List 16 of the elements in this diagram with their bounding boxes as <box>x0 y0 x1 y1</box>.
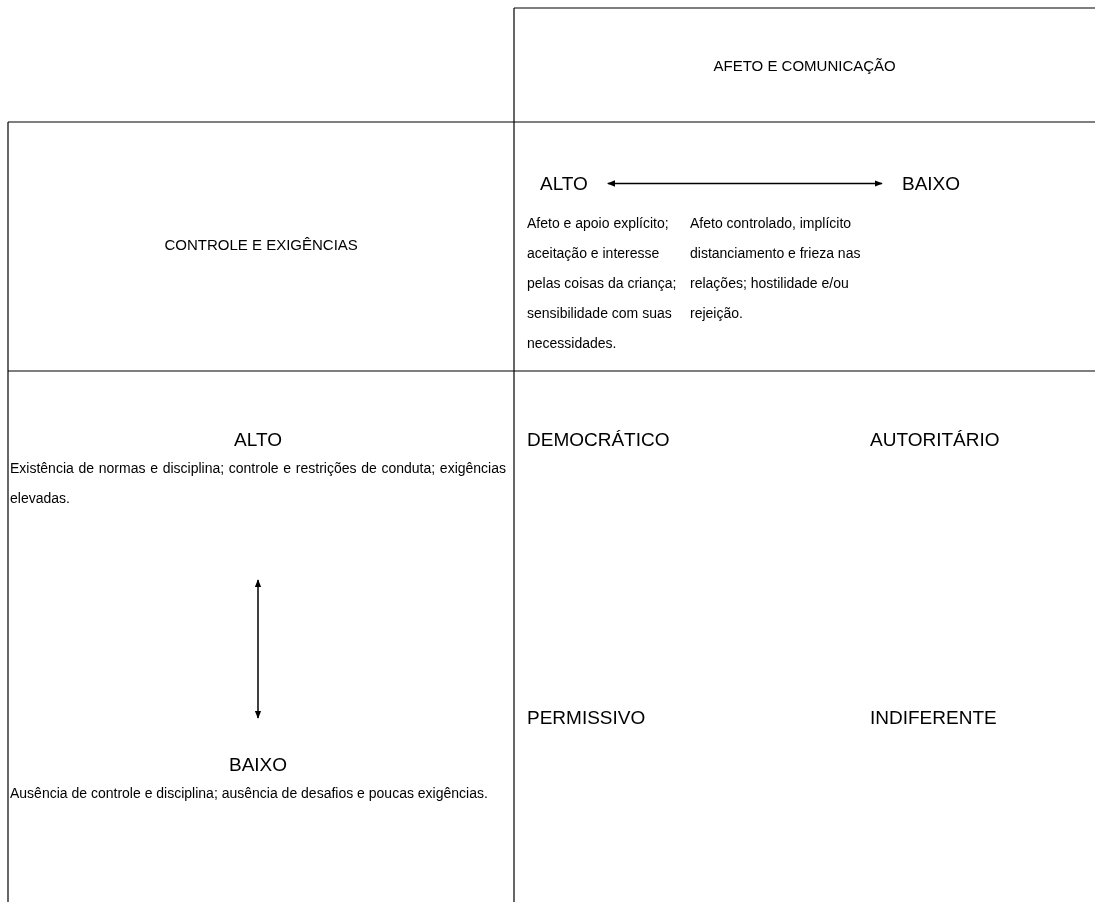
column-header: AFETO E COMUNICAÇÃO <box>713 57 896 74</box>
double-arrow <box>254 579 262 719</box>
level-label: ALTO <box>234 430 282 449</box>
level-label: BAIXO <box>228 755 288 774</box>
level-label: ALTO <box>540 174 588 193</box>
double-arrow <box>607 180 883 187</box>
description-text: Afeto controlado, implícito distanciamento e frieza nas relações; hostilidade e/ou rejeição. <box>690 214 862 323</box>
description-text: Existência de normas e disciplina; controle e restrições de conduta; exigências elevadas. <box>10 459 506 508</box>
row-header: CONTROLE E EXIGÊNCIAS <box>164 236 358 253</box>
level-label: BAIXO <box>902 174 961 193</box>
description-text: Afeto e apoio explícito; aceitação e interesse pelas coisas da criança; sensibilidade com suas necessidades. <box>527 214 678 353</box>
quadrant-label: PERMISSIVO <box>527 707 646 729</box>
quadrant-label: AUTORITÁRIO <box>870 429 1000 451</box>
description-text: Ausência de controle e disciplina; ausência de desafios e poucas exigências. <box>10 784 489 803</box>
quadrant-label: INDIFERENTE <box>870 707 997 729</box>
quadrant-label: DEMOCRÁTICO <box>527 429 670 451</box>
